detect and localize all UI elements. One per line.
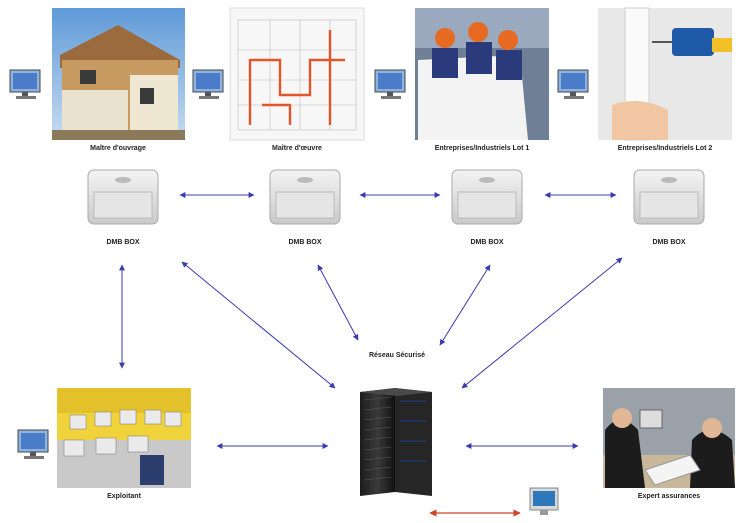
- meeting-photo: [603, 388, 735, 488]
- label-dmb-box: DMB BOX: [652, 239, 686, 246]
- dmb-box-icon: [269, 169, 341, 225]
- classroom-photo: [57, 388, 191, 488]
- connection-arrows: [119, 192, 623, 449]
- label-maitre-oeuvre: Maître d'œuvre: [272, 145, 322, 152]
- label-entreprises-lot1: Entreprises/Industriels Lot 1: [434, 145, 530, 152]
- monitor-icon: [192, 69, 224, 99]
- dmb-box-icon: [87, 169, 159, 225]
- label-reseau-securise: Réseau Sécurisé: [368, 352, 426, 359]
- blueprint-photo: [229, 7, 365, 141]
- workers-photo: [415, 8, 549, 140]
- label-maitre-ouvrage: Maître d'ouvrage: [90, 145, 146, 152]
- label-entreprises-lot2: Entreprises/Industriels Lot 2: [617, 145, 713, 152]
- label-exploitant: Exploitant: [107, 493, 141, 500]
- label-expert-assurances: Expert assurances: [637, 493, 701, 500]
- monitor-icon: [529, 487, 559, 515]
- label-dmb-box: DMB BOX: [288, 239, 322, 246]
- monitor-icon: [557, 69, 589, 99]
- label-dmb-box: DMB BOX: [106, 239, 140, 246]
- label-dmb-box: DMB BOX: [470, 239, 504, 246]
- server-icon: [360, 388, 432, 496]
- monitor-icon: [374, 69, 406, 99]
- monitor-icon: [17, 429, 49, 459]
- monitor-icon: [9, 69, 41, 99]
- drill-photo: [598, 7, 732, 141]
- dmb-box-icon: [451, 169, 523, 225]
- house-photo: [52, 8, 185, 140]
- dmb-box-icon: [633, 169, 705, 225]
